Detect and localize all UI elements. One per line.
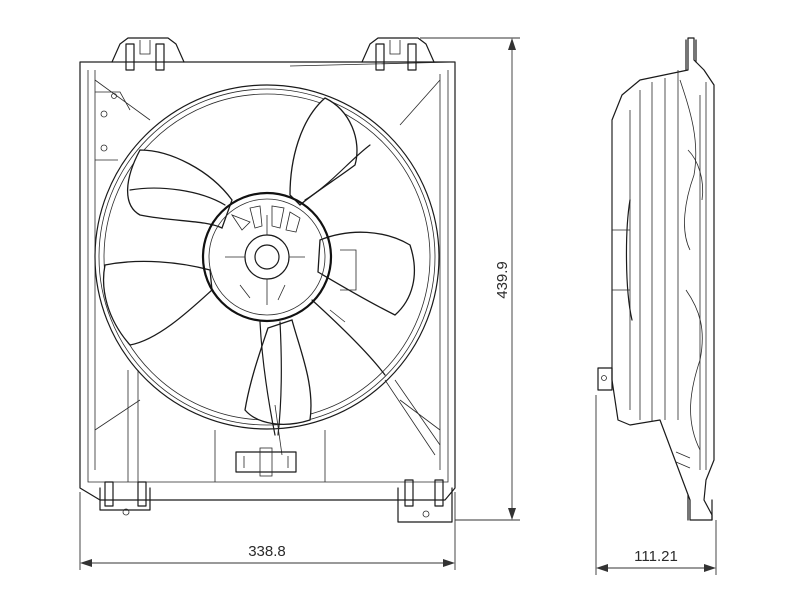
fan-blade-4 xyxy=(244,319,312,425)
hub-vent-slots xyxy=(230,205,301,301)
shroud-inner-edge xyxy=(87,70,449,483)
mount-tab-top-left xyxy=(111,37,185,71)
side-view xyxy=(597,37,715,521)
dimension-height: 439.9 xyxy=(420,37,520,521)
fan-blade-2 xyxy=(289,97,358,206)
fan-ring-outer xyxy=(94,84,440,430)
depth-dimension-label: 111.21 xyxy=(634,548,678,565)
motor-hub-outer xyxy=(201,191,333,323)
front-view xyxy=(79,37,456,523)
electrical-connector xyxy=(235,447,297,477)
motor-shaft-ring xyxy=(244,234,290,280)
fan-blades xyxy=(102,97,415,425)
mount-tab-top-right xyxy=(361,37,435,71)
dimension-depth: 111.21 xyxy=(595,395,717,575)
fan-blade-5 xyxy=(102,260,213,346)
motor-hub-inner xyxy=(208,198,326,316)
mount-tab-bottom-left xyxy=(99,481,151,516)
width-dimension-label: 338.8 xyxy=(248,543,286,560)
side-shroud-profile xyxy=(611,37,715,521)
motor-struts xyxy=(129,144,386,456)
fan-blade-1 xyxy=(127,149,233,229)
fan-blade-3 xyxy=(317,231,415,316)
height-dimension-label: 439.9 xyxy=(494,261,511,299)
mount-tab-bottom-right xyxy=(397,479,453,523)
dimension-width: 338.8 xyxy=(79,492,456,570)
motor-shaft xyxy=(254,244,280,270)
